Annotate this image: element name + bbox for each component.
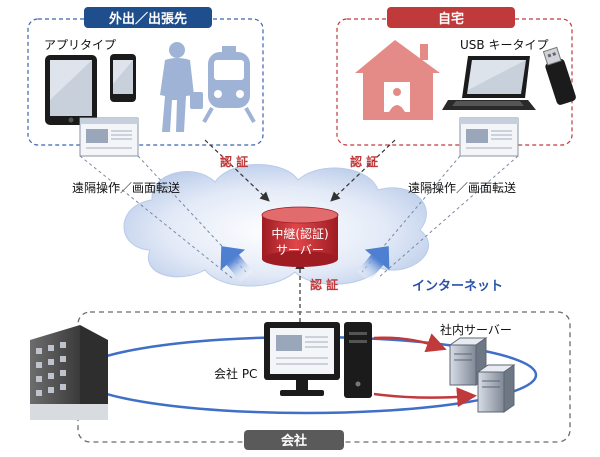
house-icon [355, 40, 440, 120]
remote-screen-window-right [459, 117, 519, 157]
home-group-header [387, 7, 515, 28]
home-group-title: 自宅 [438, 11, 464, 27]
company-group: 会社 [30, 311, 571, 450]
laptop-icon [442, 56, 536, 110]
internal-server-icon [448, 337, 516, 413]
businessman-icon [160, 42, 203, 132]
app-type-label: アプリタイプ [44, 38, 116, 52]
data-access-arrows [373, 333, 477, 408]
usb-key-icon [542, 46, 576, 105]
company-pc-icon [264, 322, 372, 398]
outside-group-title: 外出／出張先 [108, 11, 187, 27]
remote-transfer-arrows [220, 246, 390, 282]
home-group: 自宅 USB キータイプ [336, 7, 576, 157]
remote-label-right: 遠隔操作／画面転送 [408, 180, 516, 195]
internal-server-label: 社内サーバー [440, 322, 512, 337]
auth-label-left: 認 証 [220, 154, 248, 169]
relay-server: 中継(認証) サーバー [261, 206, 339, 267]
remote-label-left: 遠隔操作／画面転送 [72, 180, 180, 195]
relay-server-label-line1: 中継(認証) [271, 226, 328, 241]
auth-label-bottom: 認 証 [310, 277, 338, 292]
train-icon [202, 46, 256, 123]
office-building-icon [30, 325, 108, 420]
relay-server-label-line2: サーバー [276, 243, 324, 257]
smartphone-icon [110, 54, 136, 102]
company-group-header [244, 430, 344, 450]
tablet-icon [45, 55, 97, 125]
remote-screen-window-left [79, 117, 139, 157]
internet-label: インターネット [412, 279, 503, 294]
usb-key-type-label: USB キータイプ [460, 38, 548, 52]
company-group-title: 会社 [281, 433, 307, 449]
auth-label-right: 認 証 [350, 154, 378, 169]
company-group-border [77, 311, 571, 443]
outside-group-header [84, 7, 212, 28]
company-pc-label: 会社 PC [214, 366, 257, 381]
outside-group: 外出／出張先 アプリタイプ [27, 7, 264, 157]
